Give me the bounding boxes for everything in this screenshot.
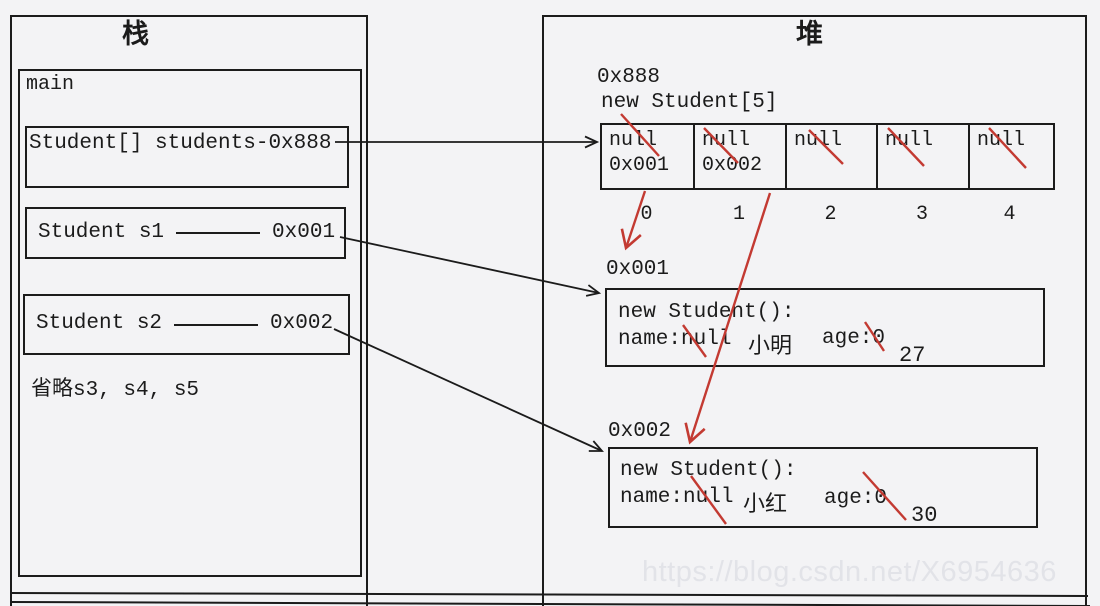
object2-address-label: 0x002: [608, 420, 672, 443]
array-index-2: 2: [824, 203, 837, 226]
object2-name-annotation: 小红: [743, 493, 788, 518]
array-variable-label: Student[] students-0x888: [29, 132, 332, 155]
array-new-label: new Student[5]: [601, 91, 778, 114]
stack-title: 栈: [122, 22, 149, 52]
array-cell-1: null 0x002: [695, 125, 787, 188]
main-stack-frame: [18, 69, 362, 577]
object1-constructor: new Student():: [618, 301, 795, 324]
object1-age-field: age:0: [822, 327, 886, 350]
array-cell-2-null: null: [794, 129, 843, 152]
object2-constructor: new Student():: [620, 459, 797, 482]
array-cell-4: null: [970, 125, 1053, 188]
omitted-vars-note: 省略s3, s4, s5: [31, 379, 200, 402]
array-address-label: 0x888: [597, 66, 661, 89]
s2-variable-name: Student s2: [36, 312, 163, 336]
object1-age-annotation: 27: [899, 343, 926, 368]
s1-connector-line: [176, 232, 261, 234]
object2-age-annotation: 30: [911, 503, 938, 528]
array-cell-1-value: 0x002: [702, 154, 763, 177]
array-cell-1-null: null: [702, 129, 751, 152]
array-cell-3: null: [878, 125, 970, 188]
s2-variable-value: 0x002: [270, 312, 334, 336]
student-array: null 0x001 null 0x002 null null null: [600, 123, 1055, 190]
array-index-row: 0 1 2 3 4: [600, 203, 1055, 226]
heap-panel: [542, 15, 1087, 606]
stack-panel: [10, 15, 368, 606]
array-index-0: 0: [640, 203, 653, 226]
object2-age-field: age:0: [824, 487, 888, 510]
array-index-1: 1: [732, 203, 745, 226]
object2-name-field: name:null: [620, 486, 734, 509]
object2-box: new Student(): name:null 小红 age:0 30: [608, 447, 1038, 528]
array-cell-0-value: 0x001: [609, 154, 670, 177]
s1-variable-box: Student s1 0x001: [25, 207, 346, 259]
array-index-4: 4: [1003, 203, 1016, 226]
array-cell-4-null: null: [977, 129, 1026, 152]
s2-variable-box: Student s2 0x002: [23, 294, 350, 355]
array-cell-0: null 0x001: [602, 125, 695, 188]
array-variable-box: [25, 126, 349, 188]
s1-variable-value: 0x001: [272, 220, 336, 244]
main-frame-label: main: [26, 73, 75, 96]
array-cell-0-null: null: [609, 129, 658, 152]
object1-box: new Student(): name:null 小明 age:0 27: [605, 288, 1045, 367]
object1-address-label: 0x001: [606, 258, 670, 281]
object1-name-field: name:null: [618, 328, 732, 351]
array-index-3: 3: [915, 203, 928, 226]
array-cell-3-null: null: [885, 129, 934, 152]
watermark: https://blog.csdn.net/X6954636: [642, 556, 1057, 588]
heap-title: 堆: [796, 22, 823, 52]
object1-name-annotation: 小明: [748, 335, 793, 360]
s1-variable-name: Student s1: [38, 220, 165, 244]
s2-connector-line: [174, 323, 259, 326]
array-cell-2: null: [787, 125, 878, 188]
